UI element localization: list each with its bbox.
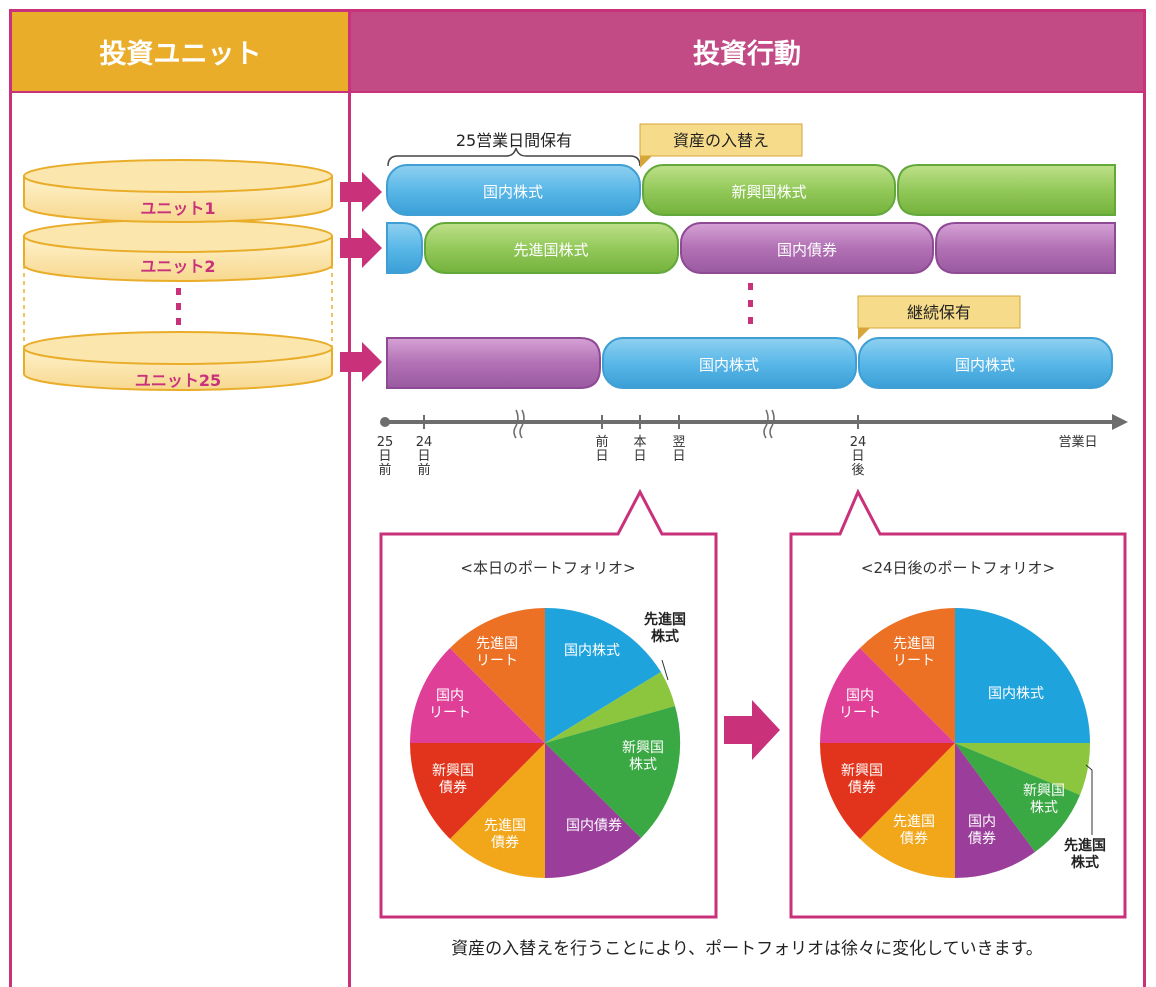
swap-tag: 資産の入替え xyxy=(639,123,803,168)
arrow-unit-1 xyxy=(340,172,382,212)
unit-stack: ユニット1 ユニット2 ユニット25 xyxy=(23,159,333,391)
unit-arrows xyxy=(340,172,382,382)
bar-row3-domestic-stock xyxy=(602,337,857,389)
header-investment-action: 投資行動 xyxy=(351,12,1143,91)
bar-row3-label-2: 国内株式 xyxy=(955,356,1015,374)
header-divider xyxy=(12,91,1143,93)
pie-after xyxy=(819,608,1093,879)
pie-after-slice-developed-reit xyxy=(860,608,955,743)
axis-label-business-day: 営業日 xyxy=(1058,434,1097,450)
bar-row2-label-2: 国内債券 xyxy=(777,241,837,259)
bar-row3-start xyxy=(386,337,601,389)
bar-row2-start xyxy=(386,222,423,274)
pie-today-slice-developed-reit xyxy=(450,608,545,743)
hold-period-label: 25営業日間保有 xyxy=(456,131,572,150)
unit-1-label: ユニット1 xyxy=(140,199,215,218)
continue-tag-label: 継続保有 xyxy=(907,303,971,322)
pie-today-label-domestic-bond: 国内債券 xyxy=(566,818,622,834)
pie-today-label-domestic-stock: 国内株式 xyxy=(564,643,620,659)
continue-tag: 継続保有 xyxy=(857,295,1021,340)
pie-today-title: <本日のポートフォリオ> xyxy=(460,559,635,577)
bar-row3-label-1: 国内株式 xyxy=(699,356,759,374)
header-investment-unit: 投資ユニット xyxy=(12,12,349,91)
bar-row1-continuation xyxy=(897,164,1116,216)
pie-today-slice-emerging-bond xyxy=(409,743,545,839)
bar-row1-label-1: 国内株式 xyxy=(483,183,543,201)
pie-today-labels: 国内株式 先進国株式 新興国株式 国内債券 先進国債券 新興国債券 国内リート … xyxy=(429,611,686,851)
pie-today-label-developed-reit: 先進国リート xyxy=(476,636,518,669)
bar-row3-domestic-stock-hold xyxy=(858,337,1113,389)
pie-after-label-domestic-bond: 国内債券 xyxy=(968,814,996,847)
unit-25-disk xyxy=(23,331,333,391)
unit-2-label: ユニット2 xyxy=(140,257,215,276)
pie-today-label-developed-bond: 先進国債券 xyxy=(484,818,526,851)
arrow-between-pies xyxy=(724,700,780,760)
hold-period-brace xyxy=(387,147,641,167)
pie-today-label-emerging-bond: 新興国債券 xyxy=(432,763,474,796)
pie-after-slice-emerging-bond xyxy=(819,743,955,839)
pie-today-slice-domestic-bond xyxy=(545,743,641,879)
pie-after-slice-domestic-stock xyxy=(955,608,1090,743)
row-ellipsis xyxy=(748,283,753,324)
bar-row2-continuation xyxy=(935,222,1116,274)
row-2-bars: 先進国株式 国内債券 xyxy=(386,222,1116,274)
pie-today-label-domestic-reit: 国内リート xyxy=(429,688,471,721)
bar-row2-developed-stock xyxy=(424,222,679,274)
pie-today-slice-domestic-stock xyxy=(545,607,661,743)
timeline-axis xyxy=(380,409,1128,439)
bar-row1-label-2: 新興国株式 xyxy=(731,183,806,201)
pie-today-slice-domestic-reit xyxy=(410,648,545,743)
pie-after-slice-developed-stock xyxy=(955,743,1091,795)
pie-after-labels: 国内株式 先進国株式 新興国株式 国内債券 先進国債券 新興国債券 国内リート … xyxy=(839,636,1106,871)
pie-today-slice-developed-stock xyxy=(545,672,675,743)
pie-today-label-emerging-stock: 新興国株式 xyxy=(622,740,664,773)
arrow-unit-25 xyxy=(340,342,382,382)
pie-after-label-domestic-reit: 国内リート xyxy=(839,688,881,721)
pie-today-slice-developed-bond xyxy=(450,743,545,879)
tick-today: 本日 xyxy=(633,435,646,464)
pie-after-label-domestic-stock: 国内株式 xyxy=(988,686,1044,702)
unit-1-disk xyxy=(23,159,333,223)
pie-after-label-emerging-bond: 新興国債券 xyxy=(841,763,883,796)
pie-after-label-developed-bond: 先進国債券 xyxy=(893,814,935,847)
footer-caption: 資産の入替えを行うことにより、ポートフォリオは徐々に変化していきます。 xyxy=(451,939,1043,959)
bar-row1-domestic-stock xyxy=(386,164,641,216)
pie-after-title: <24日後のポートフォリオ> xyxy=(861,559,1055,577)
pie-after-slice-domestic-bond xyxy=(955,743,1035,879)
row-1-bars: 国内株式 新興国株式 xyxy=(386,164,1116,216)
unit-2-disk xyxy=(23,219,333,282)
bar-row2-domestic-bond xyxy=(680,222,934,274)
bar-row1-emerging-stock xyxy=(642,164,896,216)
pie-today-label-developed-stock: 先進国株式 xyxy=(644,611,686,645)
unit-ellipsis xyxy=(176,288,181,325)
pie-today-slice-emerging-stock xyxy=(545,706,681,838)
pie-after-label-developed-reit: 先進国リート xyxy=(893,636,935,669)
pie-after-label-developed-stock: 先進国株式 xyxy=(1064,837,1106,871)
column-divider xyxy=(348,12,351,987)
unit-25-label: ユニット25 xyxy=(135,371,221,390)
outer-frame xyxy=(9,9,1146,987)
tick-next-day: 翌日 xyxy=(672,435,685,464)
bar-row2-label-1: 先進国株式 xyxy=(513,241,588,259)
pie-after-slice-emerging-stock xyxy=(955,743,1080,852)
arrow-unit-2 xyxy=(340,228,382,268)
tick-previous-day: 前日 xyxy=(595,434,608,464)
pie-after-label-emerging-stock: 新興国株式 xyxy=(1023,783,1065,816)
swap-tag-label: 資産の入替え xyxy=(673,131,769,150)
pie-after-slice-developed-bond xyxy=(860,743,955,878)
row-3-bars: 国内株式 国内株式 xyxy=(386,337,1113,389)
pie-after-slice-domestic-reit xyxy=(820,648,955,743)
pie-today xyxy=(409,607,681,879)
